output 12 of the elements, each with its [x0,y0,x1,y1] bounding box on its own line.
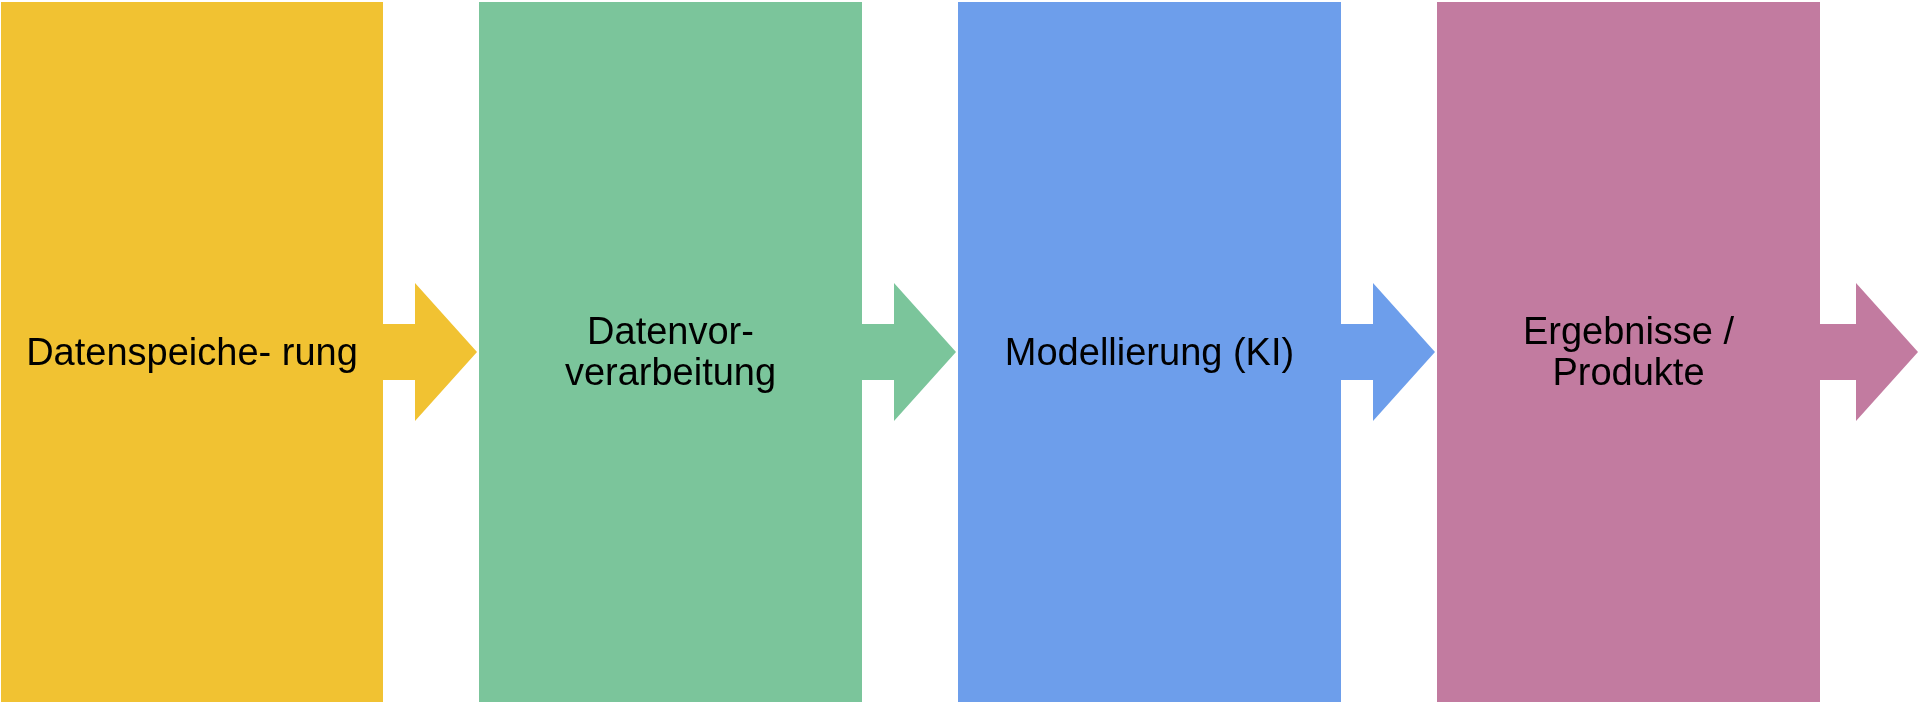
process-box [1437,2,1820,702]
arrow [383,283,477,421]
arrow [862,283,956,421]
step-label: Datenvor- verarbeitung [563,311,778,393]
process-box [1,2,383,702]
process-box [958,2,1341,702]
step-label: Modellierung (KI) [1003,331,1296,373]
step-label: Datenspeiche- rung [25,331,359,373]
process-box [479,2,862,702]
step-label: Ergebnisse / Produkte [1521,311,1736,393]
arrow [1820,283,1918,421]
arrow [1341,283,1435,421]
